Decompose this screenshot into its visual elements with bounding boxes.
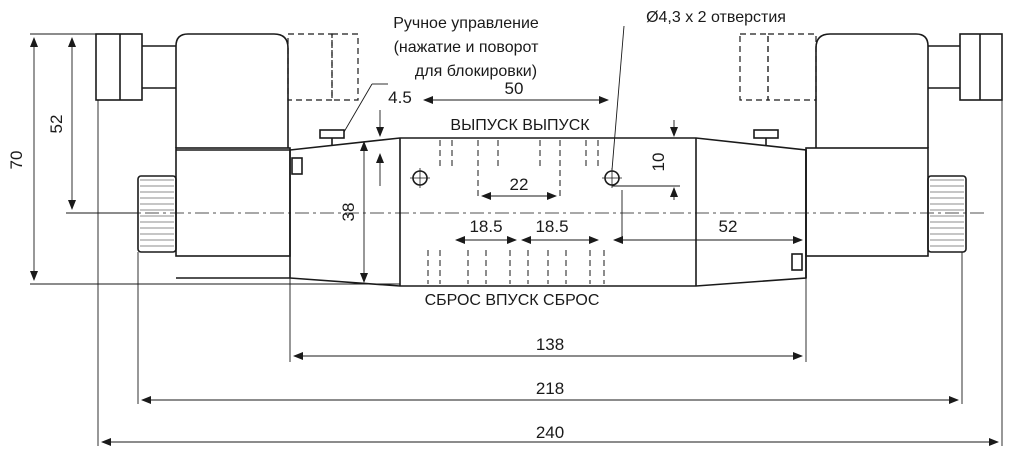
leader-lines xyxy=(30,25,1003,446)
dim-52-vertical: 52 xyxy=(47,115,66,134)
holes-label: Ø4,3 х 2 отверстия xyxy=(646,9,786,26)
outlet-ports-label: ВЫПУСК ВЫПУСК xyxy=(450,117,590,134)
dim-10: 10 xyxy=(649,153,668,172)
bottom-ports-label: СБРОС ВПУСК СБРОС xyxy=(425,292,600,309)
dim-18-5-right: 18.5 xyxy=(535,217,568,236)
dim-22: 22 xyxy=(510,175,529,194)
manual-override-label-line2: (нажатие и поворот xyxy=(394,39,540,56)
dim-4-5: 4.5 xyxy=(388,88,412,107)
right-connector-dashed xyxy=(739,33,817,101)
dim-50: 50 xyxy=(505,79,524,98)
dim-70: 70 xyxy=(7,151,26,170)
dimension-lines xyxy=(30,37,999,446)
manual-override-label-line1: Ручное управление xyxy=(393,15,539,32)
dim-218: 218 xyxy=(536,379,564,398)
dim-138: 138 xyxy=(536,335,564,354)
dim-52-horizontal: 52 xyxy=(719,217,738,236)
dim-38: 38 xyxy=(339,203,358,222)
dim-18-5-left: 18.5 xyxy=(469,217,502,236)
manual-override-label-line3: для блокировки) xyxy=(415,63,537,80)
dim-240: 240 xyxy=(536,423,564,442)
hidden-port-lines xyxy=(427,140,605,284)
left-solenoid xyxy=(95,33,345,257)
left-connector-dashed xyxy=(287,33,359,101)
right-solenoid xyxy=(753,33,1003,257)
valve-body xyxy=(176,137,807,287)
